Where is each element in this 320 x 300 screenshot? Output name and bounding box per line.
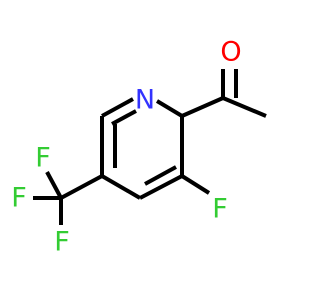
bond-c4-c3 (139, 174, 183, 200)
atom-o: O (220, 37, 241, 68)
atom-f-ring: F (212, 194, 228, 225)
bond-c4-c3-inner (144, 165, 177, 186)
bond-c2-carbonyl (181, 96, 224, 118)
atom-f-cf3-bottom: F (54, 227, 70, 258)
bond-carbonyl-methyl (222, 96, 267, 118)
atom-n: N (135, 85, 155, 116)
bond-cf3-f-top (45, 171, 63, 199)
bond-n-c6 (101, 97, 134, 118)
bond-c5-cf3 (60, 174, 103, 200)
atom-f-cf3-left: F (11, 183, 27, 214)
bond-c3-f (180, 174, 211, 195)
chemical-structure: N O F F F F (11, 37, 267, 258)
bond-c5-c4 (100, 174, 142, 200)
bond-n-c6-inner (111, 109, 137, 126)
bond-c2-n (155, 99, 184, 118)
atom-f-cf3-top: F (35, 143, 51, 174)
